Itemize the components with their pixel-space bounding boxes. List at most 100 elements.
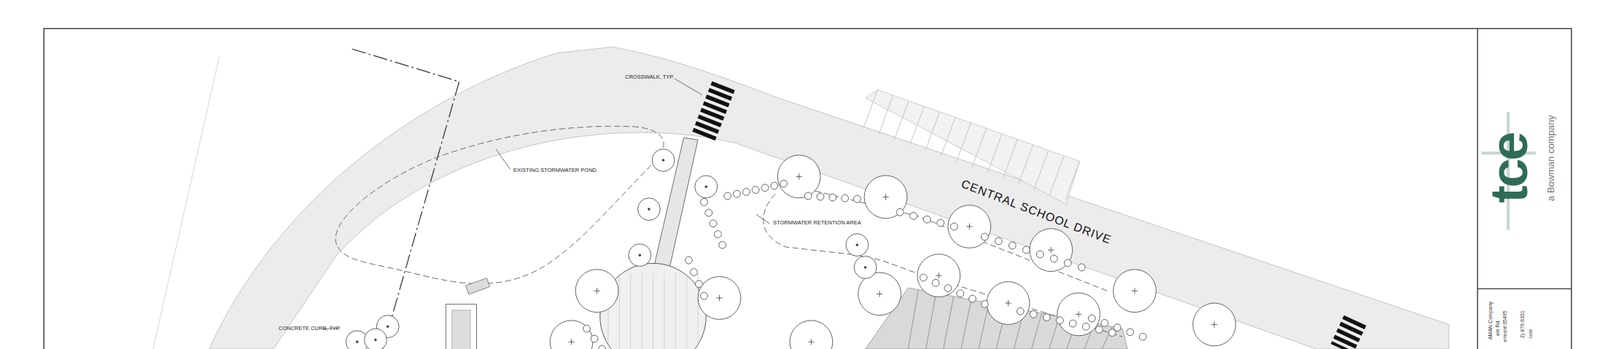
title-block-text: com: [1527, 328, 1533, 339]
crosswalk: [703, 86, 724, 138]
shrub: [761, 184, 769, 192]
tree-center: [1075, 311, 1082, 318]
tree-canopy: [986, 282, 1030, 326]
shrub: [950, 223, 958, 231]
tree-canopy: [858, 272, 902, 316]
callout-text: CONCRETE CURB, TYP.: [278, 325, 341, 332]
faint-line: [153, 56, 220, 349]
shrub: [742, 188, 750, 196]
small-tree-center: [386, 325, 389, 329]
small-tree: [694, 175, 718, 199]
shrub: [1126, 328, 1135, 337]
parking-stripe: [1034, 150, 1049, 189]
shrub: [700, 198, 709, 206]
leader-line: [495, 148, 511, 170]
paving-line: [686, 273, 687, 349]
shrub: [695, 280, 704, 289]
leader-line: [674, 78, 703, 95]
shrub: [994, 237, 1003, 246]
logo-tagline: a Bowman company: [1546, 115, 1556, 202]
tree-center: [1211, 321, 1218, 328]
tree-canopy: [1193, 303, 1237, 347]
shrub: [969, 295, 977, 303]
title-block-line: [1476, 28, 1478, 349]
tree-center: [716, 295, 722, 302]
tree-center: [876, 290, 883, 297]
shrub: [770, 182, 779, 190]
retention-outline: [763, 193, 1123, 337]
lot-stripe: [978, 303, 989, 349]
shrub: [804, 192, 812, 200]
shrub: [1022, 246, 1030, 254]
shrub: [1063, 259, 1072, 267]
shrub: [1029, 310, 1038, 318]
property-line: [352, 48, 460, 349]
trees: [345, 148, 1236, 349]
shrub: [1050, 255, 1058, 263]
tree-canopy: [917, 254, 961, 298]
parking-stripe: [1065, 161, 1081, 200]
title-block-text: ermont 05495: [1502, 310, 1508, 343]
small-tree-center: [648, 208, 651, 211]
shrub: [1077, 263, 1086, 272]
parking-stripe: [910, 106, 925, 146]
crosswalk: [1341, 320, 1355, 349]
callout-text: EXISTING STORMWATER POND: [513, 167, 597, 174]
small-tree-center: [355, 341, 359, 344]
shrub: [583, 325, 591, 333]
tree-center: [1131, 288, 1138, 294]
tree-center: [1004, 300, 1011, 307]
parking-stripe: [894, 100, 909, 140]
small-tree: [628, 244, 652, 267]
small-tree: [853, 256, 877, 280]
parking-stripe: [987, 134, 1003, 173]
tree-canopy: [948, 205, 992, 249]
shrub: [733, 190, 741, 198]
shrub: [590, 335, 598, 343]
shrub: [956, 290, 965, 298]
logo-text: tce: [1482, 133, 1536, 203]
parking-stripe: [1018, 145, 1034, 184]
tree-canopy: [777, 155, 821, 199]
title-block-text: 2) 879-6331: [1519, 310, 1525, 339]
shrub: [923, 215, 931, 224]
tree-center: [1047, 247, 1054, 254]
pond-outline: [335, 126, 664, 284]
shrub: [1016, 307, 1024, 316]
tree-center: [966, 223, 973, 230]
paving-line: [641, 273, 643, 349]
leader-line: [756, 214, 770, 224]
shrub: [980, 300, 989, 308]
small-tree-center: [662, 158, 665, 162]
small-tree: [638, 198, 661, 221]
lot-stripe: [925, 293, 936, 349]
lot-stripe: [1031, 313, 1042, 349]
parking-stripe: [878, 95, 894, 135]
shrub: [1036, 250, 1044, 259]
shrub: [780, 180, 788, 188]
paving-line: [652, 273, 654, 349]
structure: [465, 278, 490, 295]
shrub: [724, 192, 732, 200]
logo-mark: [1481, 112, 1536, 230]
tree-canopy: [549, 320, 593, 349]
tree-canopy: [1029, 228, 1073, 273]
paving-line: [619, 273, 620, 349]
shrub: [705, 209, 713, 217]
paving-line: [675, 273, 677, 349]
shrub: [1069, 320, 1077, 328]
tree-canopy: [1113, 269, 1157, 313]
parking-stripe: [972, 128, 987, 168]
shrub: [1108, 329, 1116, 337]
shrub: [841, 194, 849, 203]
parking-stripe: [1049, 156, 1064, 195]
shrub: [690, 269, 698, 277]
tree-center: [882, 193, 889, 200]
tree-canopy: [697, 277, 741, 321]
callout-text: STORMWATER RETENTION AREA: [773, 220, 862, 227]
shrub: [896, 208, 904, 216]
shrub: [719, 241, 727, 249]
shrub: [1095, 325, 1103, 334]
tree-canopy: [864, 175, 908, 219]
